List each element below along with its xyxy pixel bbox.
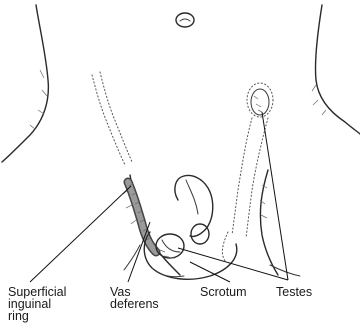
- penis: [175, 176, 213, 245]
- right-flank-outline: [312, 5, 360, 134]
- label-scrotum: Scrotum: [200, 286, 247, 298]
- leader-vas-deferens: [128, 222, 150, 282]
- left-descent-path: [92, 72, 132, 165]
- spermatic-cord: [128, 182, 156, 252]
- left-flank-outline: [2, 5, 48, 162]
- leader-testes-right: [262, 112, 288, 280]
- umbilicus: [176, 13, 194, 27]
- label-vas-deferens: Vas deferens: [110, 286, 159, 310]
- right-testis: [251, 89, 269, 115]
- leader-superficial-inguinal-ring: [30, 186, 131, 282]
- right-descent-path: [222, 83, 273, 262]
- label-testes: Testes: [276, 286, 312, 298]
- label-superficial-inguinal-ring: Superficial inguinal ring: [8, 286, 66, 322]
- label-leaders: [30, 112, 288, 282]
